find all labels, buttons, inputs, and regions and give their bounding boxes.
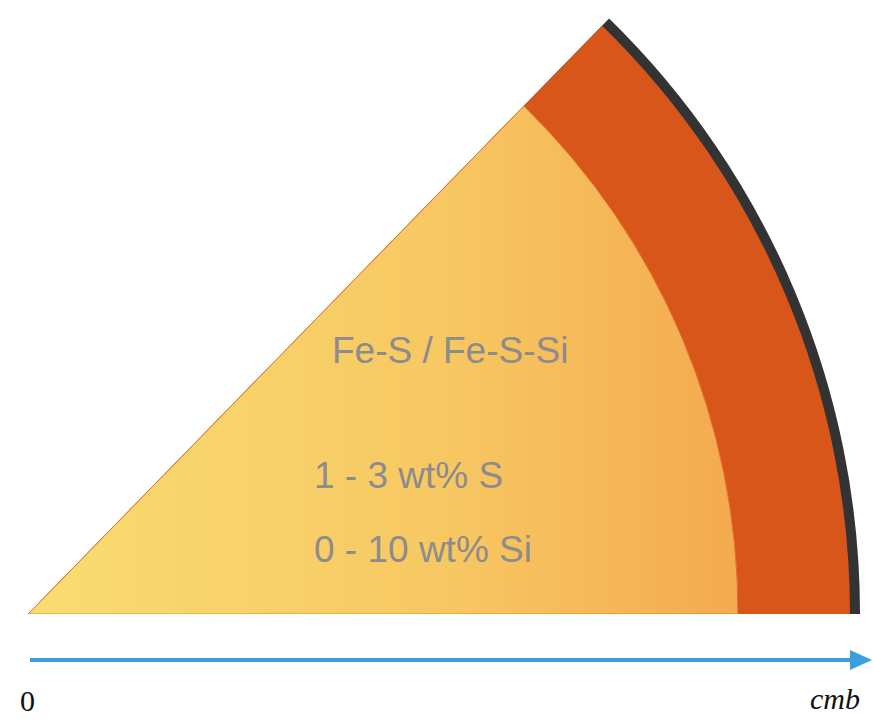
element-fraction: 1 - 3 wt% S — [314, 456, 503, 497]
element-fraction: 0 - 10 wt% Si — [314, 530, 532, 571]
mantle-layer — [28, 26, 850, 614]
core-region: Fe-S / Fe-S-Si 1 - 3 wt% S 0 - 10 wt% Si — [28, 106, 738, 614]
radius-axis — [30, 658, 852, 662]
core-composition: Fe-S / Fe-S-Si — [332, 331, 568, 372]
axis-label: cmb — [810, 682, 860, 715]
core-wedge — [28, 106, 738, 614]
crust-layer — [28, 19, 860, 615]
axis-arrowhead — [850, 650, 872, 670]
axis-label: 0 — [20, 684, 35, 717]
